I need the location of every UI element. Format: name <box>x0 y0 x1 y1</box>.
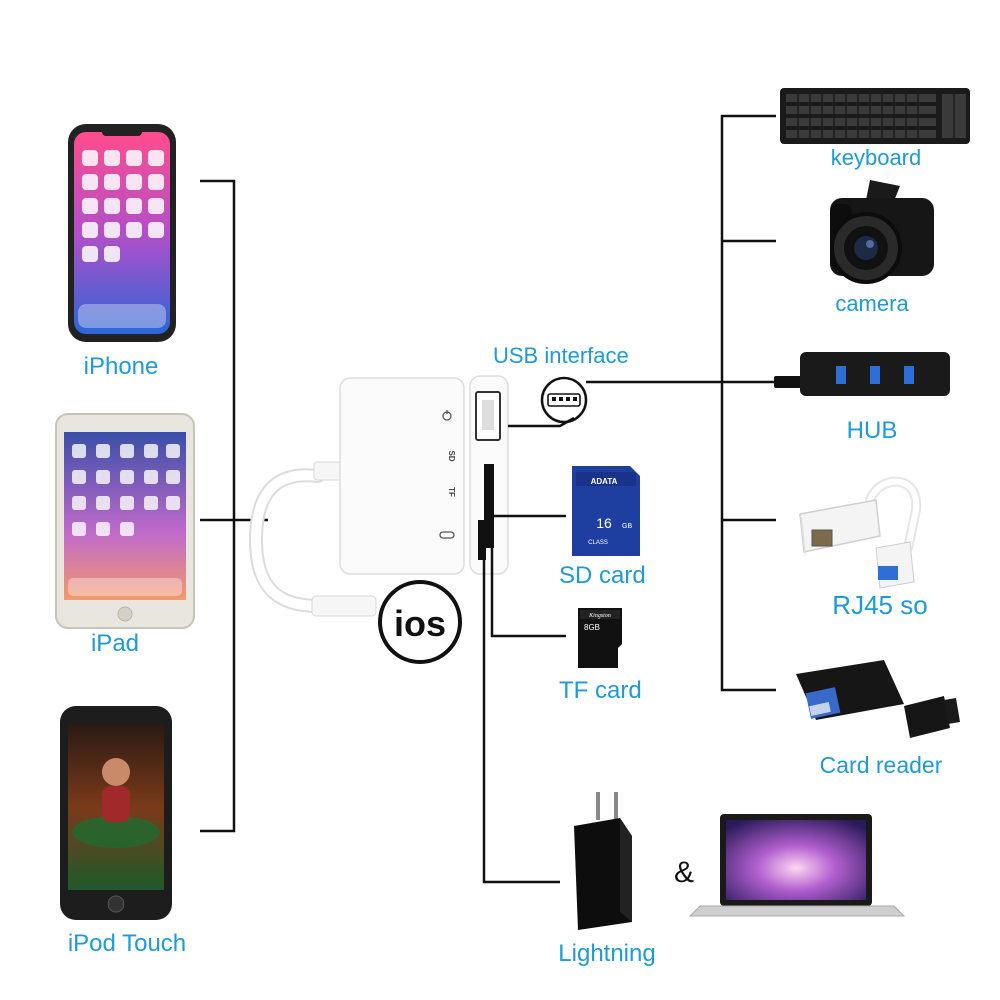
device-label-ipad: iPad <box>90 630 140 657</box>
laptop-image <box>688 814 906 917</box>
sd-card-label: SD card <box>559 562 646 589</box>
sd-port-mark: SD <box>447 450 456 461</box>
peripheral-label-rj45: RJ45 so <box>832 590 928 620</box>
tf-card-image: Kingston 8GB <box>578 608 622 668</box>
sd-card-image: ADATA 16 GB CLASS <box>572 466 640 556</box>
rj45-adapter-image <box>799 476 922 589</box>
tf-line <box>490 548 566 638</box>
adapter-body <box>339 377 465 575</box>
tf-card-label: TF card <box>559 677 642 704</box>
device-label-iphone: iPhone <box>83 353 159 380</box>
ios-badge-text: ios <box>394 603 446 644</box>
lightning-line <box>482 560 560 884</box>
peripheral-label-camera: camera <box>835 291 909 316</box>
sd-capacity: 16 <box>596 515 612 531</box>
sd-brand: ADATA <box>591 477 618 486</box>
tf-port-mark: TF <box>447 487 456 497</box>
sd-class: CLASS <box>588 540 608 546</box>
sd-unit: GB <box>622 523 632 530</box>
charger-image <box>574 792 632 930</box>
usb-link <box>508 376 780 428</box>
ios-badge: ios <box>378 580 462 664</box>
adapter-cable <box>248 461 377 617</box>
ampersand: & <box>674 856 694 889</box>
card-reader-image <box>796 660 960 738</box>
ipod-touch-image <box>60 706 172 920</box>
usb-interface-label: USB interface <box>493 343 629 368</box>
ipad-image <box>55 413 195 629</box>
peripheral-label-hub: HUB <box>846 417 898 444</box>
hub-image <box>774 352 950 396</box>
device-label-ipod-touch: iPod Touch <box>67 930 187 957</box>
peripheral-label-card-reader: Card reader <box>819 752 943 778</box>
lightning-label: Lightning <box>558 940 656 967</box>
tf-brand: Kingston <box>588 613 611 619</box>
peripheral-label-keyboard: keyboard <box>830 145 922 170</box>
iphone-image <box>68 124 176 342</box>
adapter-port-side <box>469 375 509 575</box>
camera-image <box>830 180 934 284</box>
keyboard-image <box>780 88 970 144</box>
tf-capacity: 8GB <box>584 623 600 632</box>
right-bracket <box>720 114 776 692</box>
